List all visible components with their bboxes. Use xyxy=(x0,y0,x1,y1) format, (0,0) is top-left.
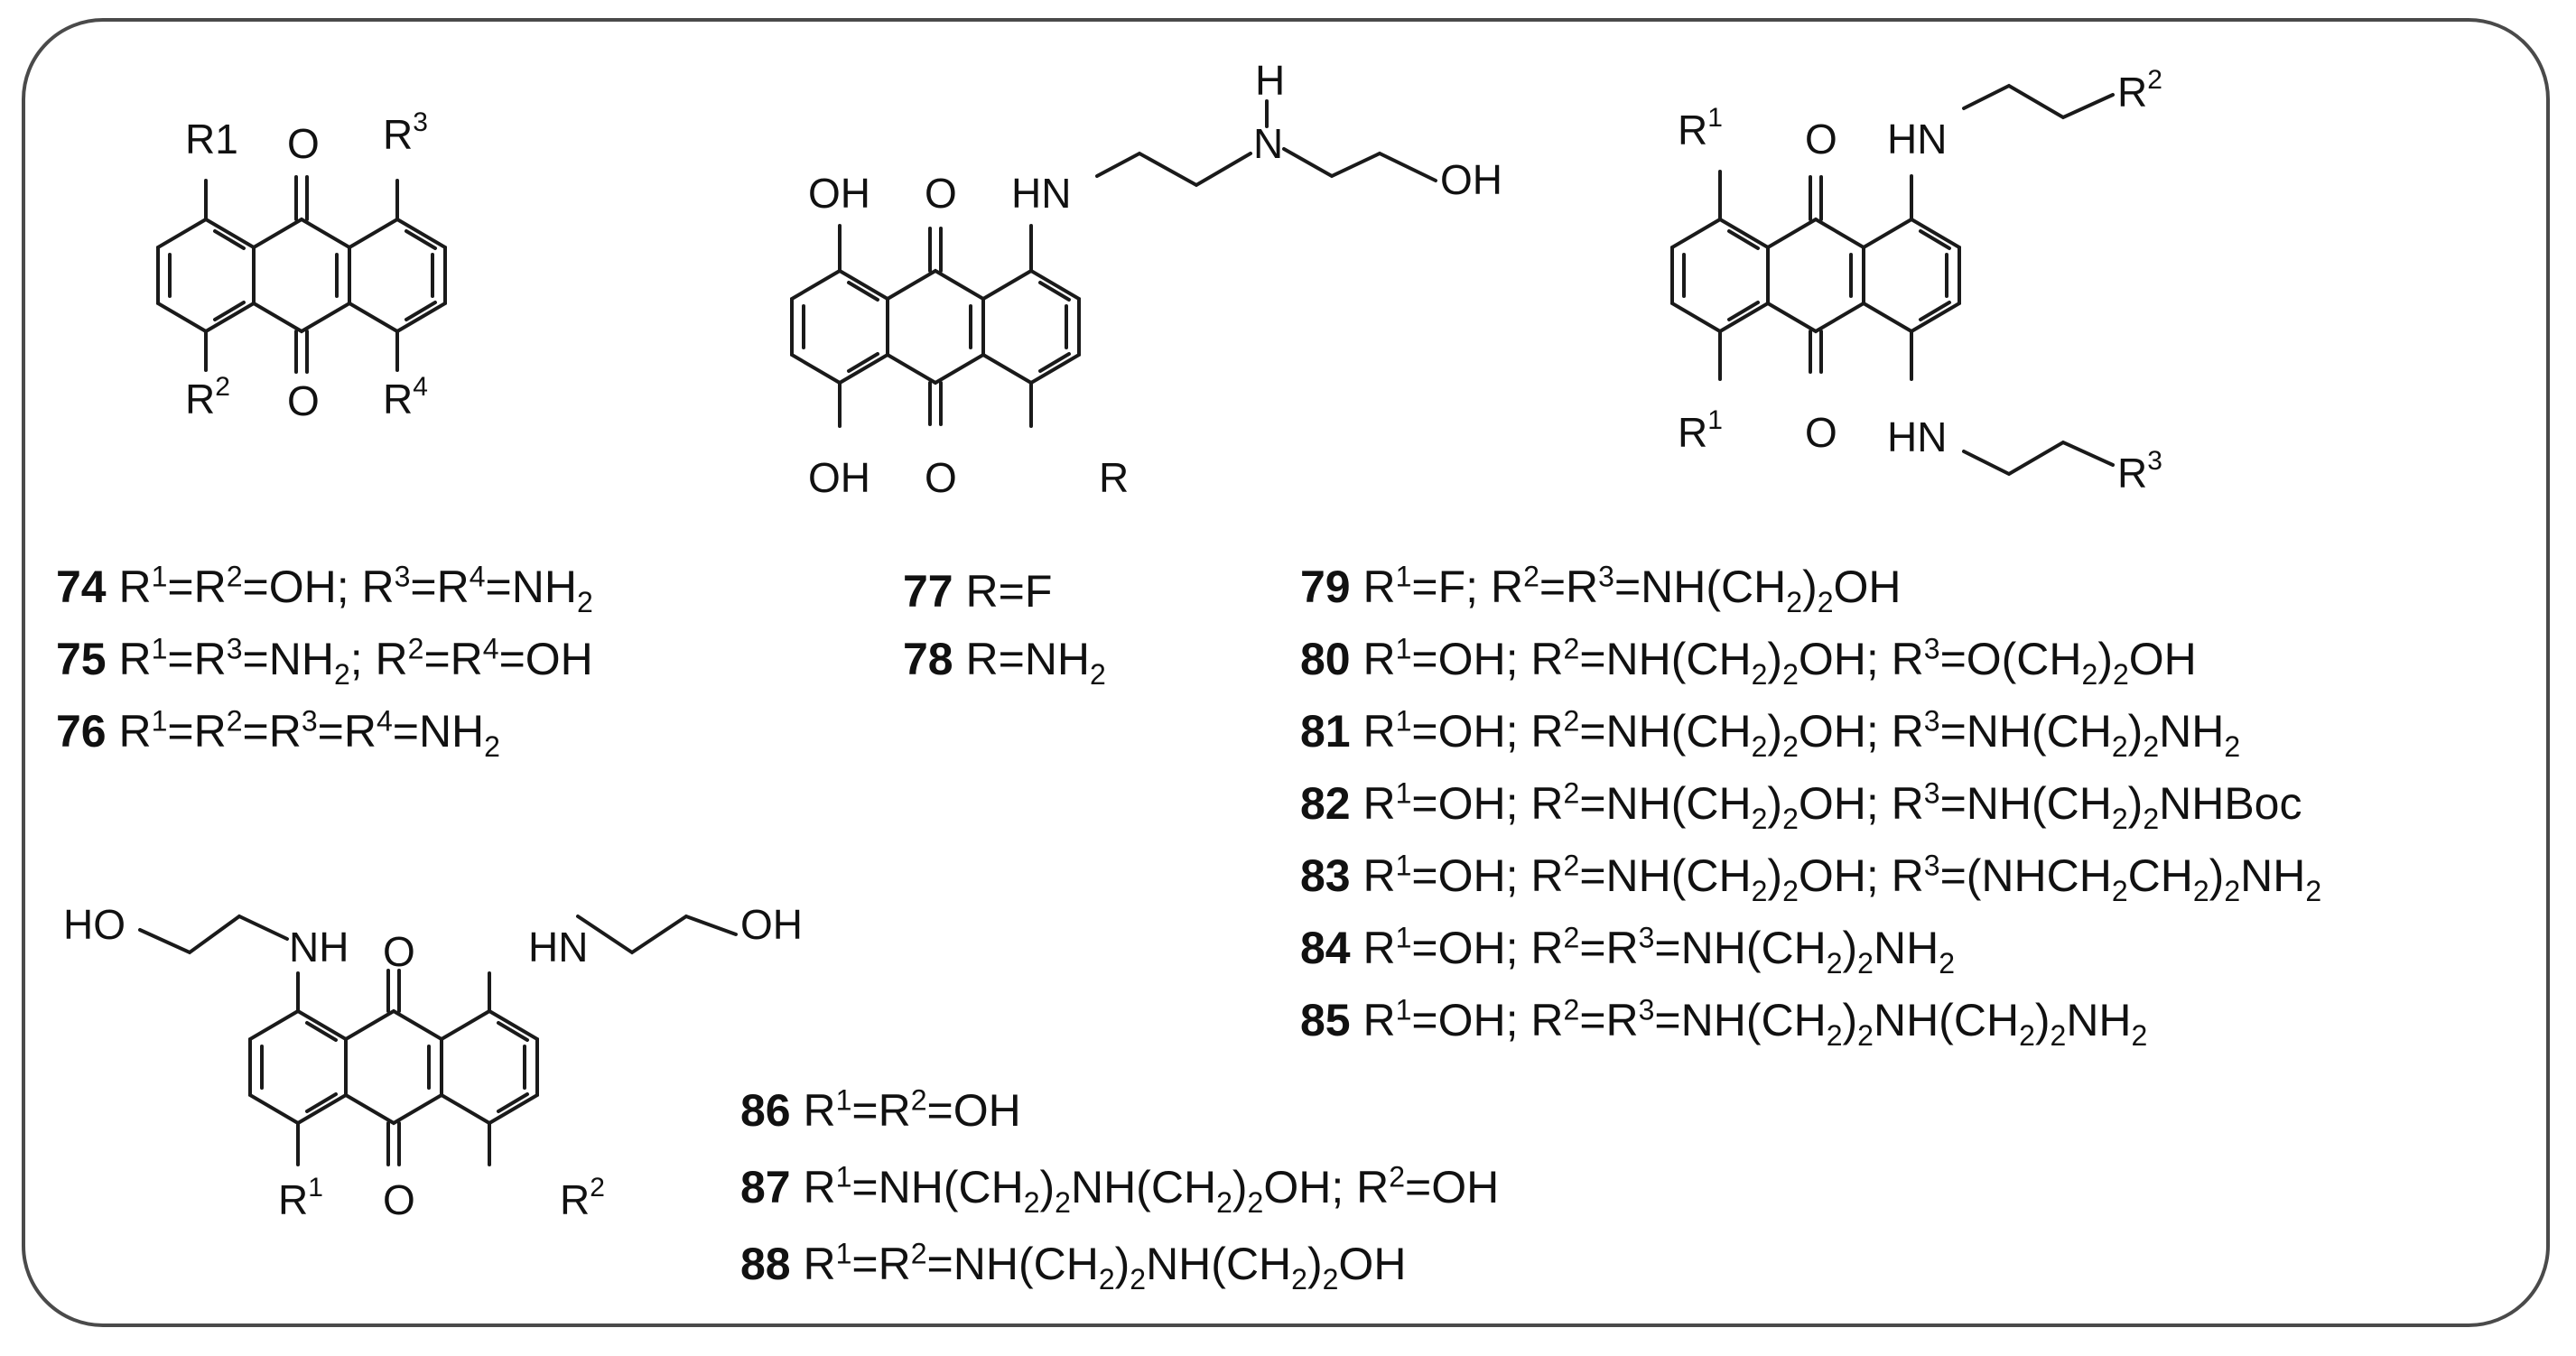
r3-label: R3 xyxy=(383,107,428,158)
legend-87: 87 R1=NH(CH2)2NH(CH2)2OH; R2=OH xyxy=(740,1160,1500,1219)
legend-77: 77 R=F xyxy=(903,566,1053,617)
carbonyl-o-top: O xyxy=(1805,116,1837,163)
hydroxyl-right: OH xyxy=(740,901,803,948)
carbonyl-o-bottom: O xyxy=(287,377,320,424)
carbonyl-o-top: O xyxy=(383,928,415,975)
legend-81: 81 R1=OH; R2=NH(CH2)2OH; R3=NH(CH2)2NH2 xyxy=(1300,704,2241,763)
r1-bottom-label: R1 xyxy=(1678,405,1723,456)
carbonyl-o-bottom: O xyxy=(1805,409,1837,456)
legend-80: 80 R1=OH; R2=NH(CH2)2OH; R3=O(CH2)2OH xyxy=(1300,632,2197,691)
legend-76: 76 R1=R2=R3=R4=NH2 xyxy=(56,704,500,763)
carbonyl-o-top: O xyxy=(925,170,957,217)
amine-hn: HN xyxy=(1011,170,1071,217)
legend-85: 85 R1=OH; R2=R3=NH(CH2)2NH(CH2)2NH2 xyxy=(1300,993,2148,1052)
r-label: R xyxy=(1099,454,1129,501)
legend-88: 88 R1=R2=NH(CH2)2NH(CH2)2OH xyxy=(740,1237,1407,1296)
structure-79-85: R1 O HN R2 R1 O HN R3 xyxy=(1670,65,2162,497)
carbonyl-o-top: O xyxy=(287,120,320,167)
r3-label: R3 xyxy=(2117,446,2162,497)
r1-top-label: R1 xyxy=(1678,103,1723,153)
legend-86: 86 R1=R2=OH xyxy=(740,1083,1021,1136)
carbonyl-o-bottom: O xyxy=(925,454,957,501)
legend-83: 83 R1=OH; R2=NH(CH2)2OH; R3=(NHCH2CH2)2N… xyxy=(1300,849,2322,907)
legend-75: 75 R1=R3=NH2; R2=R4=OH xyxy=(56,632,593,691)
hydroxyl-top: OH xyxy=(808,170,870,217)
r2-label: R2 xyxy=(560,1173,605,1223)
amine-nh: NH xyxy=(289,924,349,971)
r1-label: R1 xyxy=(278,1173,323,1223)
amine-hn-bottom: HN xyxy=(1887,413,1947,460)
r1-label: R1 xyxy=(185,116,238,163)
r2-label: R2 xyxy=(2117,65,2162,116)
figure-frame xyxy=(22,18,2550,1327)
hydroxyl-left: HO xyxy=(63,901,126,948)
hydroxyl-end: OH xyxy=(1440,156,1502,203)
legend-84: 84 R1=OH; R2=R3=NH(CH2)2NH2 xyxy=(1300,921,1955,980)
structure-77-78: OH O HN H N OH OH O R xyxy=(790,57,1502,501)
amine-n: N xyxy=(1253,120,1283,167)
legend-74: 74 R1=R2=OH; R3=R4=NH2 xyxy=(56,560,593,618)
carbonyl-o-bottom: O xyxy=(383,1176,415,1223)
structure-86-88: HO NH O HN OH R1 O R2 xyxy=(63,901,803,1223)
amine-hn: HN xyxy=(528,924,588,971)
r4-label: R4 xyxy=(383,372,428,423)
structure-74-76: R1 O O R2 R3 R4 xyxy=(156,107,447,424)
legend-82: 82 R1=OH; R2=NH(CH2)2OH; R3=NH(CH2)2NHBo… xyxy=(1300,776,2302,835)
amine-hn-top: HN xyxy=(1887,116,1947,163)
legend-79: 79 R1=F; R2=R3=NH(CH2)2OH xyxy=(1300,560,1902,618)
legend-78: 78 R=NH2 xyxy=(903,634,1106,691)
amine-h: H xyxy=(1255,57,1285,104)
r2-label: R2 xyxy=(185,372,230,423)
hydroxyl-bottom: OH xyxy=(808,454,870,501)
